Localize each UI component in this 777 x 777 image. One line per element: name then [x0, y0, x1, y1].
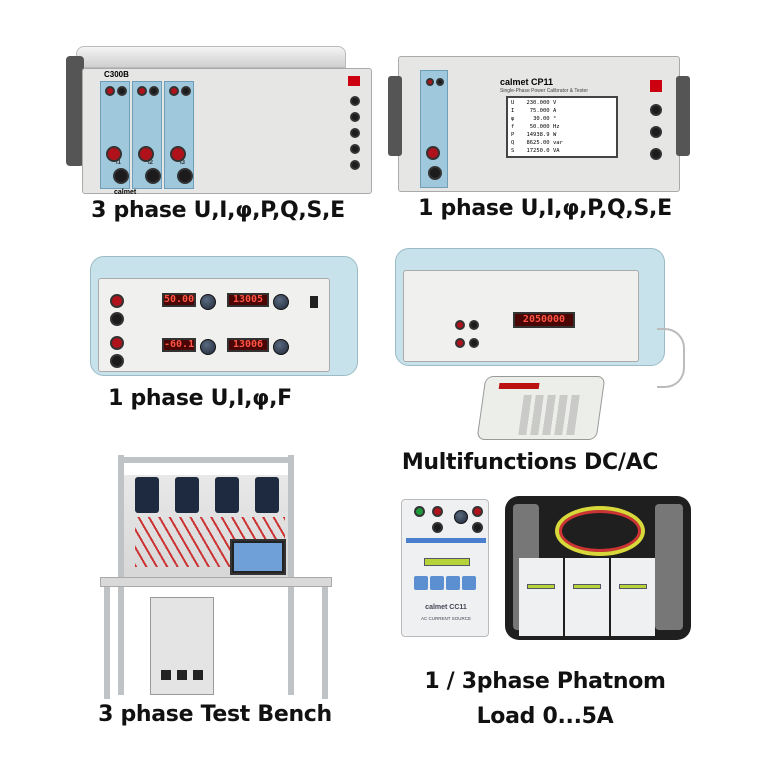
- power-switch[interactable]: [650, 80, 662, 92]
- adjust-knob[interactable]: [273, 294, 289, 310]
- readout-row: Q 8625.00 var: [511, 140, 563, 146]
- subtitle-label: Single-Phase Power Calibrator & Tester: [500, 88, 589, 94]
- readout-row: I 75.000 A: [511, 108, 557, 114]
- brand-label: calmet CP11: [500, 77, 554, 87]
- meter: [135, 477, 159, 513]
- test-bench: [100, 455, 332, 705]
- subtitle-label: AC CURRENT SOURCE: [421, 616, 471, 621]
- adjust-knob[interactable]: [200, 294, 216, 310]
- readout-row: U 230.000 V: [511, 100, 557, 106]
- cables: [555, 506, 645, 556]
- cp11-calibrator: calmet CP11 Single-Phase Power Calibrato…: [388, 56, 690, 192]
- channel-label: I2: [148, 160, 154, 166]
- readout-row: S 17250.0 VA: [511, 148, 560, 154]
- caption-test-bench: 3 phase Test Bench: [98, 702, 332, 727]
- adjust-knob[interactable]: [273, 339, 289, 355]
- c300b-calibrator: C300B I1 I2 I3 calmet: [66, 46, 374, 196]
- laptop: [230, 539, 286, 575]
- keypad-controller[interactable]: [476, 376, 606, 440]
- readout-row: f 50.000 Hz: [511, 124, 560, 130]
- readout-row: P 14938.9 W: [511, 132, 557, 138]
- power-cabinet: [150, 597, 214, 695]
- readout-row: φ 30.00 °: [511, 116, 557, 122]
- phantom-load-case: [505, 496, 691, 640]
- power-switch[interactable]: [348, 76, 360, 86]
- uif-calibrator: 50.00 13005 -60.1 13006: [90, 256, 358, 376]
- caption-three-phase-power: 3 phase U,I,φ,P,Q,S,E: [91, 198, 345, 223]
- channel-label: I3: [180, 160, 186, 166]
- caption-phantom-line2: Load 0...5A: [476, 704, 614, 729]
- brand-label: calmet CC11: [425, 604, 467, 611]
- channel-label: I1: [116, 160, 122, 166]
- cable: [657, 328, 685, 388]
- multifunction-calibrator: 2050000: [395, 248, 685, 443]
- side-handle: [388, 76, 402, 156]
- phase-display: 13006: [227, 338, 269, 352]
- caption-phantom-line1: 1 / 3phase Phatnom: [424, 669, 666, 694]
- power-switch[interactable]: [310, 296, 318, 308]
- meter: [255, 477, 279, 513]
- caption-multifunction: Multifunctions DC/AC: [401, 450, 659, 475]
- voltage-display: 50.00: [162, 293, 196, 307]
- bench-table: [100, 577, 332, 587]
- cp11-screen: U 230.000 V I 75.000 A φ 30.00 ° f 50.00…: [506, 96, 618, 158]
- side-handle: [676, 76, 690, 156]
- cc11-current-source: calmet CC11 AC CURRENT SOURCE: [401, 499, 489, 637]
- adjust-knob[interactable]: [200, 339, 216, 355]
- meter: [175, 477, 199, 513]
- main-display: 2050000: [513, 312, 575, 328]
- brand-label: calmet: [114, 189, 137, 196]
- top-handle-bar: [76, 46, 346, 68]
- model-label: C300B: [104, 70, 129, 79]
- caption-single-phase-power: 1 phase U,I,φ,P,Q,S,E: [418, 196, 672, 221]
- meter: [215, 477, 239, 513]
- caption-single-phase-uif: 1 phase U,I,φ,F: [108, 386, 292, 411]
- frequency-display: 13005: [227, 293, 269, 307]
- side-handle: [66, 56, 84, 166]
- current-display: -60.1: [162, 338, 196, 352]
